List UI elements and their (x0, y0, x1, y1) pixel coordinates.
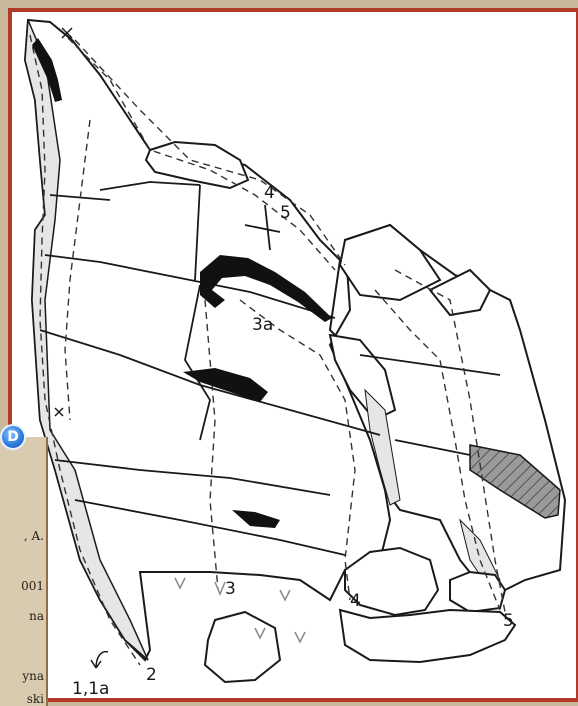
bottom-rock-right (450, 572, 505, 612)
route-label-5-top: 5 (280, 203, 291, 223)
side-text-line-3: na (0, 609, 48, 623)
d-badge-icon[interactable]: D (0, 424, 26, 450)
route-label-3a: 3a (252, 315, 273, 335)
route-label-4-top: 4 (264, 183, 275, 203)
traverse-arrow (91, 652, 108, 668)
route-label-3: 3 (225, 579, 236, 599)
route-label-4-bottom: 4 (350, 591, 361, 611)
route-label-2: 2 (146, 665, 157, 685)
bottom-rock-left (205, 612, 280, 682)
route-label-5-bottom: 5 (503, 611, 514, 631)
side-info-panel: , A. 001 na yna ski (0, 437, 48, 706)
route-label-1-1a: 1,1a (72, 679, 109, 699)
side-text-line-5: ski (0, 692, 48, 706)
side-text-line-2: 001 (0, 579, 48, 593)
side-text-line-1: , A. (0, 529, 48, 543)
side-text-line-4: yna (0, 669, 48, 683)
bottom-rock-low (340, 610, 515, 662)
